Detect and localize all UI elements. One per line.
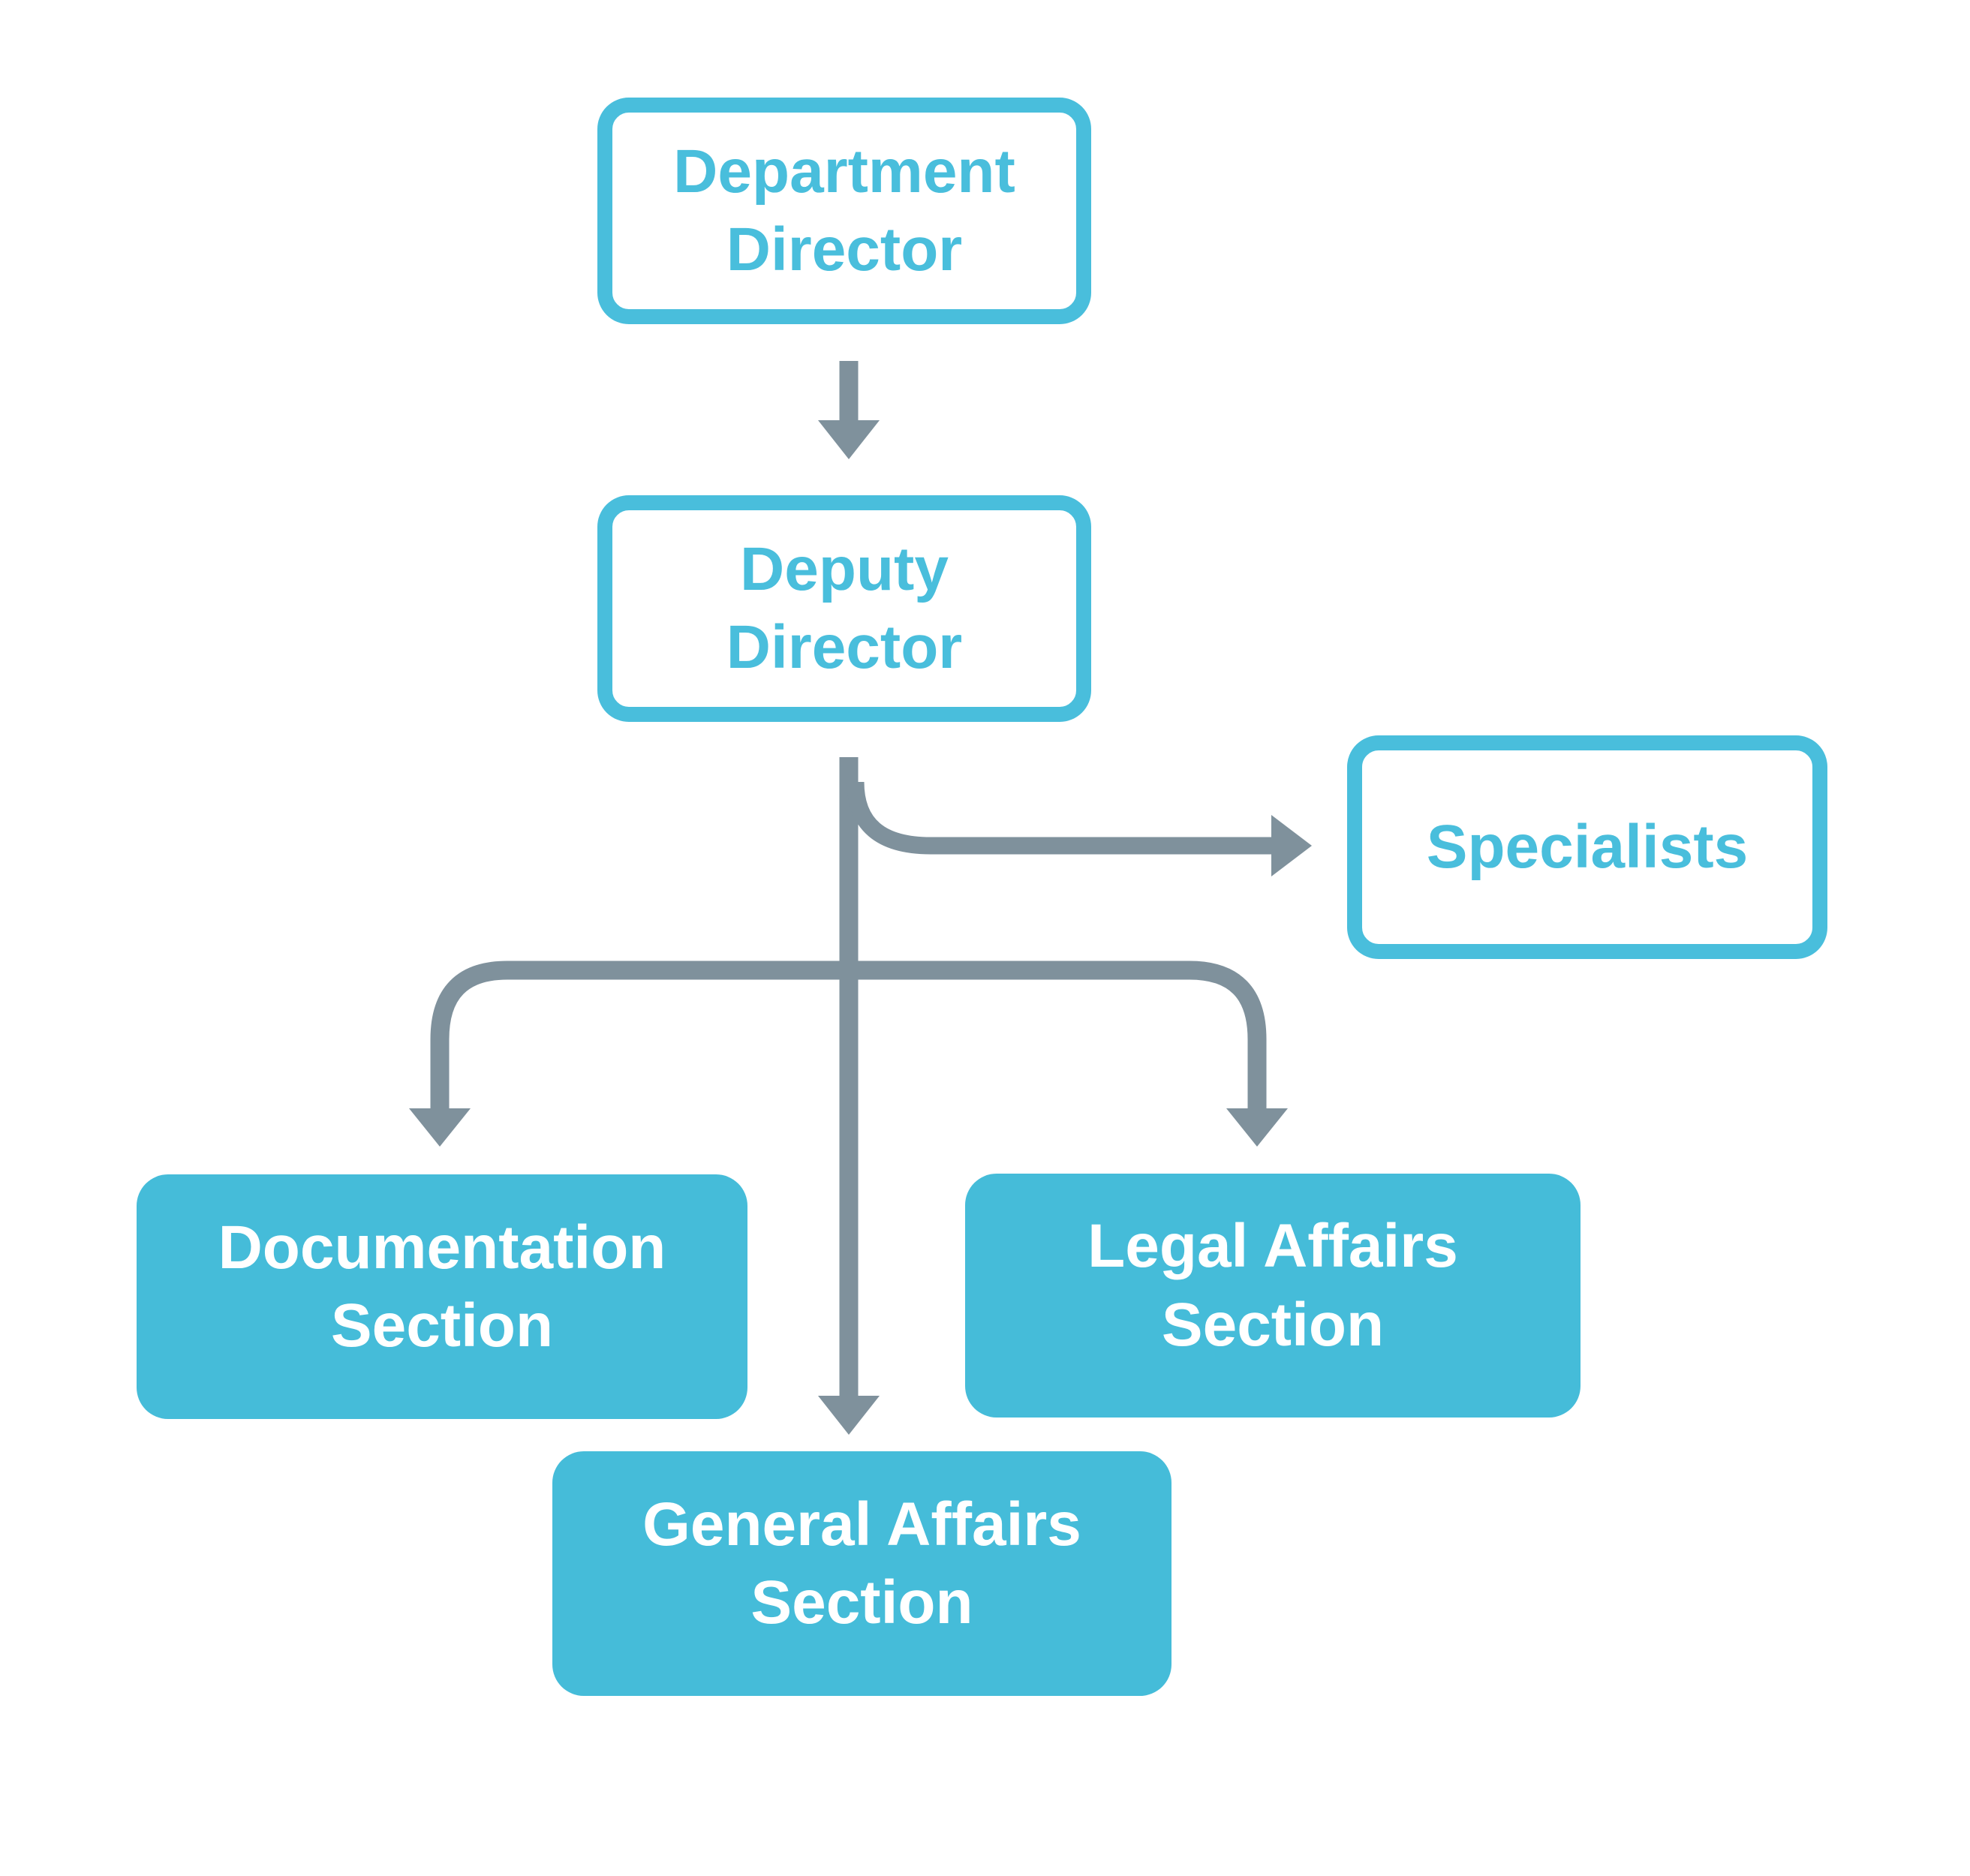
node-label-line: Section (750, 1568, 973, 1637)
node-label-line: Legal Affairs (1087, 1212, 1458, 1281)
node-label-line: Director (726, 215, 963, 284)
node-specialists: Specialists (1347, 735, 1827, 959)
arrow-department-to-deputy (818, 361, 880, 459)
node-label-line: Documentation (218, 1213, 666, 1282)
node-legal-affairs-section: Legal Affairs Section (965, 1174, 1581, 1418)
node-deputy-director: Deputy Director (597, 495, 1091, 722)
node-label-line: Specialists (1426, 812, 1749, 881)
node-label-line: Deputy (740, 534, 949, 603)
node-documentation-section: Documentation Section (137, 1174, 747, 1419)
node-label-line: Director (726, 613, 963, 681)
node-label-line: Section (1161, 1290, 1385, 1359)
node-general-affairs-section: General Affairs Section (552, 1451, 1171, 1696)
node-department-director: Department Director (597, 98, 1091, 324)
arrow-deputy-to-general-affairs (818, 757, 880, 1435)
node-label-line: General Affairs (642, 1490, 1081, 1559)
arrow-deputy-to-specialists (847, 781, 1312, 876)
arrow-deputy-to-documentation-and-legal (409, 961, 1288, 1147)
node-label-line: Section (330, 1291, 554, 1360)
node-label-line: Department (673, 137, 1015, 206)
